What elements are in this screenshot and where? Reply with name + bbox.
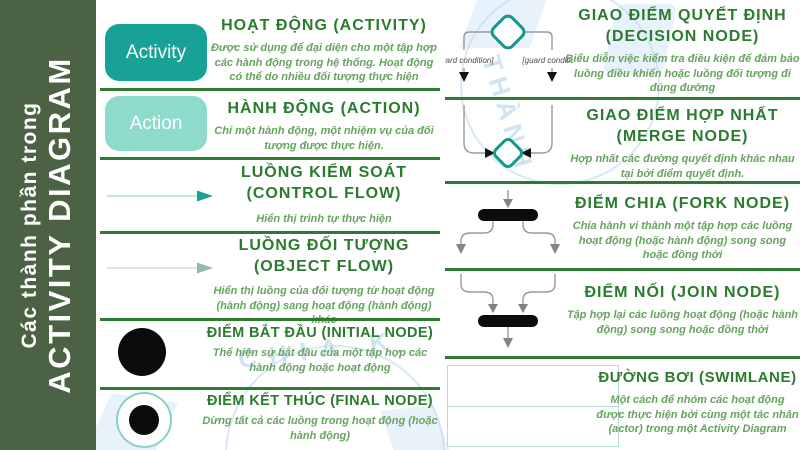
- control-flow-title-line2: (CONTROL FLOW): [246, 184, 402, 202]
- merge-node-title: GIAO ĐIỂM HỢP NHẤT (MERGE NODE): [565, 106, 800, 148]
- object-flow-title: LUỒNG ĐỐI TƯỢNG (OBJECT FLOW): [208, 236, 440, 278]
- divider: [100, 231, 440, 234]
- divider: [445, 268, 800, 271]
- fork-node-title: ĐIỂM CHIA (FORK NODE): [574, 195, 791, 212]
- decision-node-title-line1: GIAO ĐIỂM QUYẾT ĐỊNH: [578, 7, 787, 24]
- initial-node-title: ĐIỂM BẮT ĐẦU (INITIAL NODE): [206, 325, 434, 341]
- decision-node-title: GIAO ĐIỂM QUYẾT ĐỊNH (DECISION NODE): [565, 6, 800, 48]
- divider: [100, 88, 440, 91]
- control-flow-desc: Hiển thị trình tự thực hiện: [256, 213, 392, 225]
- decision-node-icon: [guard condition] [guard condition]: [445, 14, 573, 82]
- object-flow-desc: Hiển thị luồng của đối tượng từ hoạt độn…: [213, 285, 435, 326]
- final-node-icon: [116, 392, 172, 448]
- decision-node-title-line2: (DECISION NODE): [605, 27, 760, 45]
- swimlane-lane-2: [448, 405, 618, 447]
- final-node-title: ĐIỂM KẾT THÚC (FINAL NODE): [206, 393, 433, 409]
- action-desc: Chỉ một hành động, một nhiệm vụ của đối …: [214, 125, 434, 152]
- swimlane-lane-1: [448, 366, 618, 406]
- guard-condition-label-right: [guard condition]: [521, 56, 573, 65]
- activity-shape: Activity: [105, 24, 207, 81]
- activity-desc: Được sử dụng để đại diện cho một tập hợp…: [210, 42, 438, 84]
- join-node-desc: Tập hợp lại các luồng hoạt động (hoặc hà…: [566, 309, 799, 336]
- divider: [100, 157, 440, 160]
- control-flow-arrow-icon: [107, 190, 213, 202]
- divider: [100, 318, 440, 321]
- control-flow-title: LUỒNG KIỂM SOÁT (CONTROL FLOW): [208, 163, 440, 205]
- left-column: Activity HOẠT ĐỘNG (ACTIVITY) Được sử dụ…: [100, 0, 440, 450]
- join-node-title: ĐIỂM NỐI (JOIN NODE): [584, 284, 781, 301]
- fork-node-desc: Chia hành vi thành một tập hợp các luồng…: [572, 220, 793, 262]
- fork-node-icon: [456, 190, 560, 254]
- final-node-desc: Dừng tất cả các luồng trong hoạt động (h…: [202, 415, 438, 442]
- object-flow-title-line2: (OBJECT FLOW): [253, 257, 395, 275]
- initial-node-icon: [118, 328, 166, 376]
- side-banner: Các thành phần trong ACTIVITY DIAGRAM: [0, 0, 96, 450]
- initial-node-desc: Thể hiện sự bắt đầu của một tập hợp các …: [212, 347, 428, 374]
- merge-node-desc: Hợp nhất các đường quyết định khác nhau …: [570, 153, 795, 180]
- object-flow-arrow-icon: [107, 262, 213, 274]
- right-column: [guard condition] [guard condition] GIAO…: [445, 0, 800, 450]
- swimlane-icon: [447, 365, 619, 447]
- merge-node-title-line2: (MERGE NODE): [616, 127, 749, 145]
- action-shape: Action: [105, 96, 207, 151]
- divider: [100, 387, 440, 390]
- object-flow-title-line1: LUỒNG ĐỐI TƯỢNG: [238, 237, 410, 254]
- divider: [445, 356, 800, 359]
- swimlane-title: ĐƯỜNG BƠI (SWIMLANE): [598, 369, 797, 386]
- guard-condition-label-left: [guard condition]: [445, 56, 494, 65]
- merge-node-title-line1: GIAO ĐIỂM HỢP NHẤT: [586, 107, 779, 124]
- action-shape-label: Action: [129, 112, 183, 134]
- merge-node-icon: [463, 105, 553, 168]
- join-node-icon: [460, 274, 556, 348]
- decision-node-desc: Biểu diễn việc kiểm tra điều kiện để đảm…: [565, 53, 800, 95]
- divider: [445, 181, 800, 184]
- activity-title: HOẠT ĐỘNG (ACTIVITY): [221, 17, 427, 34]
- swimlane-desc: Một cách để nhóm các hoạt động được thực…: [596, 394, 799, 436]
- action-title: HÀNH ĐỘNG (ACTION): [227, 100, 421, 117]
- control-flow-title-line1: LUỒNG KIỂM SOÁT: [240, 164, 408, 181]
- banner-title: ACTIVITY DIAGRAM: [42, 56, 77, 394]
- banner-subtitle: Các thành phần trong: [18, 101, 41, 349]
- activity-shape-label: Activity: [125, 41, 187, 63]
- side-banner-rotated-text: Các thành phần trong ACTIVITY DIAGRAM: [0, 0, 96, 450]
- divider: [445, 97, 800, 100]
